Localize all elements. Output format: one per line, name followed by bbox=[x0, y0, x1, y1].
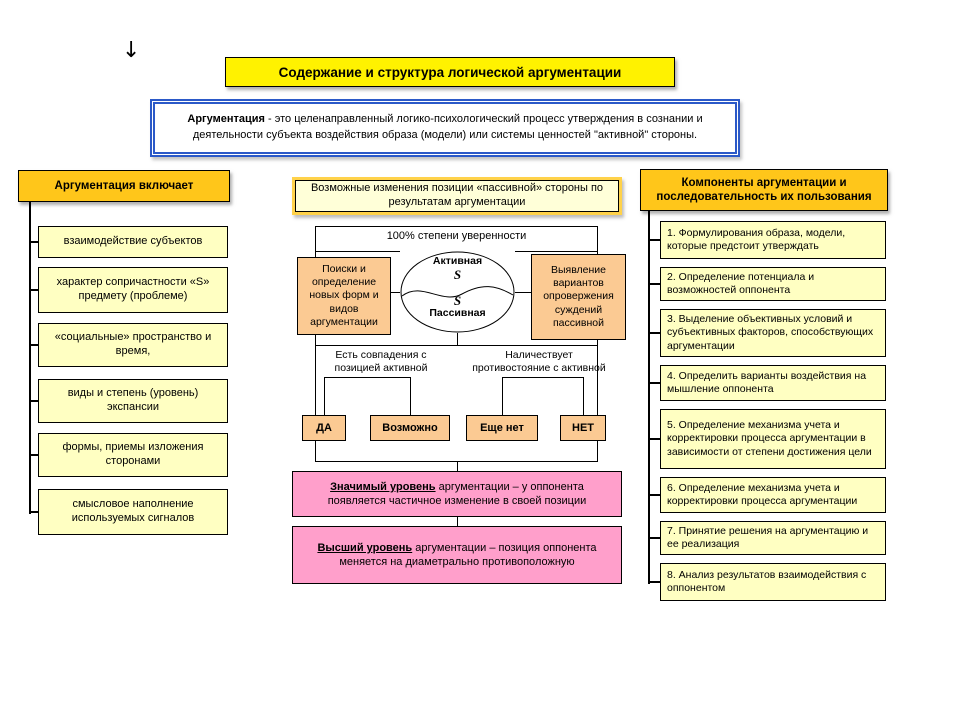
left-item-1: взаимодействие субъектов bbox=[38, 226, 228, 258]
right-tick-5 bbox=[648, 438, 660, 440]
significant-level-rest: аргументации – у оппонента появляется ча… bbox=[327, 480, 587, 507]
conditions-top-line bbox=[316, 345, 597, 346]
left-item-6: смысловое наполнение используемых сигнал… bbox=[38, 489, 228, 535]
left-tick-6 bbox=[29, 511, 39, 513]
top-line-right-segment bbox=[515, 251, 597, 252]
right-item-4: 4. Определить варианты воздействия на мы… bbox=[660, 365, 886, 401]
left-tick-2 bbox=[29, 289, 39, 291]
significant-level-box: Значимый уровень аргументации – у оппоне… bbox=[292, 471, 622, 517]
down-arrow-icon: ↓ bbox=[122, 38, 141, 63]
significant-level-text: Значимый уровень аргументации – у оппоне… bbox=[303, 480, 611, 509]
right-item-1: 1. Формулирования образа, модели, которы… bbox=[660, 221, 886, 259]
left-item-4: виды и степень (уровень) экспансии bbox=[38, 379, 228, 423]
left-panel-spine-line bbox=[29, 202, 31, 514]
definition-box: Аргументация - это целенаправленный логи… bbox=[150, 99, 740, 157]
center-subtitle: Возможные изменения позиции «пассивной» … bbox=[295, 180, 619, 212]
right-item-7: 7. Принятие решения на аргументацию и ее… bbox=[660, 521, 886, 555]
left-tick-3 bbox=[29, 344, 39, 346]
right-tick-1 bbox=[648, 239, 660, 241]
highest-level-lead: Высший уровень bbox=[317, 541, 413, 554]
right-tick-8 bbox=[648, 581, 660, 583]
right-tick-6 bbox=[648, 494, 660, 496]
right-tick-3 bbox=[648, 332, 660, 334]
drop-line-eshche-net bbox=[502, 377, 503, 415]
ellipse-bottom-connector bbox=[457, 333, 458, 345]
search-forms-box: Поиски и определение новых форм и видов … bbox=[297, 257, 391, 335]
right-tick-2 bbox=[648, 283, 660, 285]
right-branch-line bbox=[502, 377, 584, 378]
right-item-3: 3. Выделение объективных условий и субъе… bbox=[660, 309, 886, 357]
answer-da: ДА bbox=[302, 415, 346, 441]
drop-line-da bbox=[324, 377, 325, 415]
ellipse-active-label: Активная bbox=[432, 255, 483, 267]
left-branch-line bbox=[324, 377, 411, 378]
right-item-5: 5. Определение механизма учета и коррект… bbox=[660, 409, 886, 469]
ellipse-passive-label: Пассивная bbox=[429, 307, 486, 319]
left-tick-5 bbox=[29, 454, 39, 456]
right-panel-spine-line bbox=[648, 211, 650, 584]
left-tick-1 bbox=[29, 241, 39, 243]
left-condition-text: Есть совпадения с позицией активной bbox=[334, 349, 428, 375]
center-flow-frame bbox=[315, 226, 598, 462]
left-panel-header: Аргументация включает bbox=[18, 170, 230, 202]
right-condition-text: Наличествует противостояние с активной bbox=[472, 349, 606, 375]
top-line-left-segment bbox=[316, 251, 400, 252]
right-item-8: 8. Анализ результатов взаимодействия с о… bbox=[660, 563, 886, 601]
ellipse-left-connector bbox=[391, 292, 400, 293]
right-panel-header: Компоненты аргументации и последовательн… bbox=[640, 169, 888, 211]
confidence-label: 100% степени уверенности bbox=[386, 230, 527, 242]
left-item-2: характер сопричастности «S» предмету (пр… bbox=[38, 267, 228, 313]
left-item-5: формы, приемы изложения сторонами bbox=[38, 433, 228, 477]
reveal-variants-box: Выявление вариантов опровержения суждени… bbox=[531, 254, 626, 340]
significant-level-lead: Значимый уровень bbox=[330, 480, 436, 493]
definition-text: Аргументация - это целенаправленный логи… bbox=[167, 112, 723, 144]
highest-level-text: Высший уровень аргументации – позиция оп… bbox=[303, 541, 611, 570]
answer-vozmozhno: Возможно bbox=[370, 415, 450, 441]
left-tick-4 bbox=[29, 400, 39, 402]
definition-body: - это целенаправленный логико-психологич… bbox=[192, 113, 703, 141]
center-subtitle-frame: Возможные изменения позиции «пассивной» … bbox=[292, 177, 622, 215]
sides-ellipse bbox=[400, 251, 515, 333]
ellipse-active-s: S bbox=[453, 267, 462, 282]
right-item-6: 6. Определение механизма учета и коррект… bbox=[660, 477, 886, 513]
definition-term: Аргументация bbox=[187, 113, 265, 126]
page-title: Содержание и структура логической аргуме… bbox=[225, 57, 675, 87]
drop-line-net bbox=[583, 377, 584, 415]
answer-net: НЕТ bbox=[560, 415, 606, 441]
drop-line-vozmozhno bbox=[410, 377, 411, 415]
frame-to-pink1-connector bbox=[457, 462, 458, 471]
answer-eshche-net: Еще нет bbox=[466, 415, 538, 441]
highest-level-box: Высший уровень аргументации – позиция оп… bbox=[292, 526, 622, 584]
ellipse-passive-s: S bbox=[453, 293, 462, 308]
highest-level-rest: аргументации – позиция оппонента меняетс… bbox=[339, 541, 597, 568]
left-item-3: «социальные» пространство и время, bbox=[38, 323, 228, 367]
pink1-to-pink2-connector bbox=[457, 517, 458, 526]
right-item-2: 2. Определение потенциала и возможностей… bbox=[660, 267, 886, 301]
right-tick-7 bbox=[648, 537, 660, 539]
ellipse-right-connector bbox=[515, 292, 531, 293]
right-tick-4 bbox=[648, 382, 660, 384]
